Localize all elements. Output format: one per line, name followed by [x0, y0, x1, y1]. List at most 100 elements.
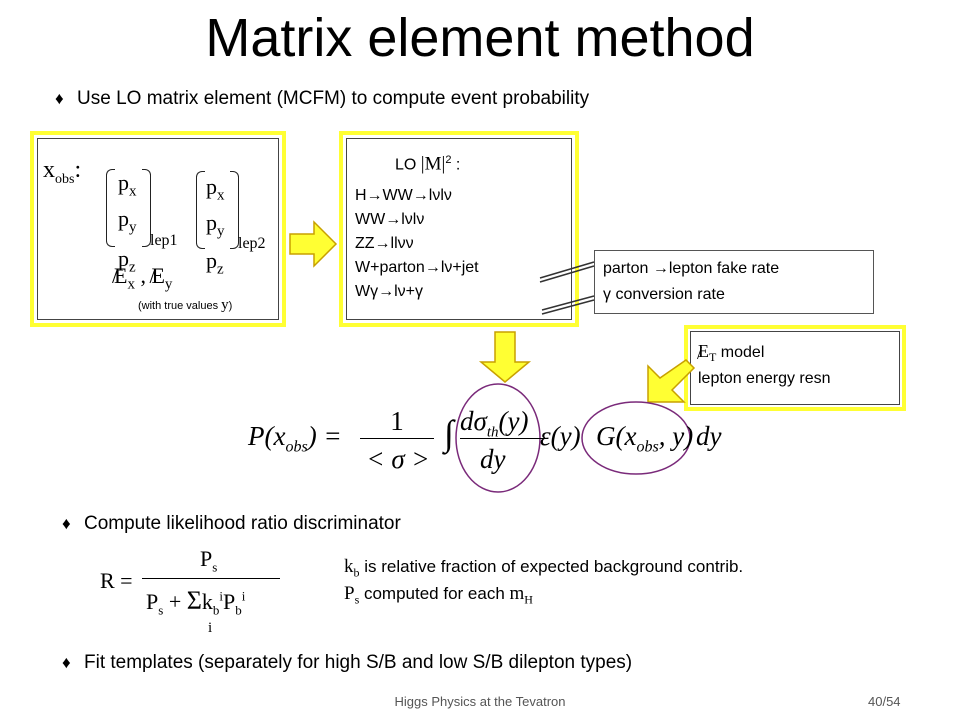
true-values-var: y — [221, 297, 229, 313]
bullet-1: ♦Use LO matrix element (MCFM) to compute… — [55, 88, 589, 110]
met-sep: , — [134, 263, 152, 288]
met-x-sub: x — [127, 276, 135, 293]
lep2-bracket-left — [196, 171, 205, 249]
lo-header-suffix: : — [451, 156, 461, 174]
met-model-sub: T — [709, 350, 717, 365]
fake-rate-connector-4 — [541, 299, 595, 315]
lo-header-math: |M| — [420, 153, 446, 175]
ratio-den-pb-sub: b — [235, 602, 242, 618]
lep1-label: lep1 — [150, 232, 178, 249]
true-values-note: (with true values y) — [138, 297, 232, 314]
ratio-den-plus: + — [163, 589, 187, 614]
ratio-num-p: P — [200, 546, 213, 571]
ratio-denominator: Ps + ΣkbiPbi — [146, 586, 245, 618]
lep2-pz-sub: z — [217, 261, 224, 278]
ps-text: computed for each — [359, 584, 510, 603]
observables-box: xobs: px py pz lep1 px py pz lep2 E/x , … — [30, 131, 286, 327]
lep2-px: px — [206, 173, 225, 209]
lep2-py-sub: y — [217, 223, 225, 240]
kb-text: is relative fraction of expected backgro… — [359, 557, 744, 576]
missing-et-xy: E/x , E/y — [112, 263, 173, 293]
met-model-slash: / — [697, 343, 703, 363]
lep1-bracket-right — [142, 169, 151, 247]
process-5: Wγ→lν+γ — [355, 283, 423, 300]
fake-rate-line-2: γ conversion rate — [603, 286, 725, 303]
formula-transfer-g: G(x — [596, 421, 637, 451]
lep1-px-sub: x — [129, 183, 137, 200]
bullet-2: ♦Compute likelihood ratio discriminator — [62, 513, 401, 535]
ratio-den-k-sub: b — [212, 602, 220, 618]
ratio-fraction-bar — [142, 578, 280, 579]
lep1-py: py — [118, 205, 137, 241]
diamond-bullet-icon: ♦ — [62, 653, 71, 672]
process-4: W+parton→lν+jet — [355, 259, 479, 276]
met-x-slash: / — [112, 263, 119, 288]
met-y-slash: / — [149, 263, 156, 288]
ratio-den-ps-sub: s — [158, 602, 164, 618]
formula-integral: ∫ — [444, 413, 454, 453]
met-y-e: E — [151, 263, 165, 288]
formula-dsigma-bar — [460, 438, 548, 439]
true-values-close: ) — [228, 300, 233, 312]
lep2-pz: pz — [206, 247, 224, 283]
lep1-px: px — [118, 169, 137, 205]
lo-header-sup: 2 — [445, 154, 452, 166]
formula-fraction-bar — [360, 438, 434, 439]
lep1-pz: pz — [118, 245, 136, 281]
formula-dsigma-den: dy — [480, 444, 506, 474]
x-obs-sub: obs — [55, 171, 75, 187]
footer-title: Higgs Physics at the Tevatron — [394, 694, 566, 709]
lep2-label: lep2 — [238, 235, 266, 252]
ratio-den-sum: Σ — [186, 586, 202, 615]
met-model-line-2: lepton energy resn — [698, 370, 831, 387]
fake-rate-line-1: parton →lepton fake rate — [603, 260, 780, 277]
ps-sub: s — [354, 592, 360, 607]
met-y-sub: y — [164, 276, 173, 293]
lep1-py-sub: y — [129, 219, 137, 236]
ratio-den-pb: P — [223, 589, 236, 614]
transfer-highlight-ellipse — [581, 401, 691, 475]
ratio-den-k: k — [201, 589, 213, 614]
met-model-line-1: E/T model — [697, 339, 764, 369]
probability-formula: P(xobs) = 1 < σ > ∫ dσth(y) dy ε(y) G(xo… — [248, 392, 748, 482]
formula-dsigma-arg: (y) — [498, 406, 529, 436]
lo-inner-border — [346, 138, 572, 320]
formula-transfer-sub: obs — [636, 438, 659, 456]
kb-symbol: k — [344, 556, 354, 577]
formula-fraction-num: 1 — [390, 406, 404, 436]
lep1-pz-sub: z — [129, 259, 136, 276]
lep2-bracket-right — [230, 171, 239, 249]
kb-sub: b — [353, 565, 360, 580]
page-number: 40/54 — [868, 694, 901, 709]
formula-efficiency: ε(y) — [540, 421, 581, 451]
mh-symbol: m — [509, 583, 525, 604]
ratio-den-ps: P — [146, 589, 159, 614]
lep2-py-p: p — [206, 210, 217, 235]
right-arrow-icon — [289, 220, 338, 268]
met-model-e: E — [698, 341, 709, 361]
diagonal-arrow-icon — [647, 359, 696, 403]
process-1: H→WW→lνlν — [355, 187, 452, 204]
ratio-num-sub: s — [212, 559, 218, 575]
formula-fraction-den: < σ > — [366, 444, 430, 474]
lep2-px-sub: x — [217, 187, 225, 204]
lep1-px-p: p — [118, 170, 129, 195]
bullet-3: ♦Fit templates (separately for high S/B … — [62, 652, 632, 674]
ps-note: Ps computed for each mH — [344, 583, 533, 607]
met-x-e: E — [114, 263, 128, 288]
formula-transfer: G(xobs, y) — [596, 421, 693, 456]
fake-rate-box: parton →lepton fake rate γ conversion ra… — [594, 250, 874, 314]
ratio-lhs: R = — [100, 568, 133, 593]
kb-note: kb is relative fraction of expected back… — [344, 556, 743, 580]
lep2-px-p: p — [206, 174, 217, 199]
ratio-den-pb-sup: i — [241, 588, 246, 604]
ratio-numerator: Ps — [200, 546, 217, 575]
slide-title: Matrix element method — [205, 8, 755, 68]
observables-inner-border — [37, 138, 279, 320]
down-arrow-icon — [478, 331, 532, 383]
ratio-formula: R = Ps Ps + ΣkbiPbi i — [96, 540, 296, 640]
lep2-pz-p: p — [206, 248, 217, 273]
met-model-box: E/T model lepton energy resn — [684, 325, 906, 411]
formula-dsigma-num: dσth(y) — [460, 406, 528, 441]
